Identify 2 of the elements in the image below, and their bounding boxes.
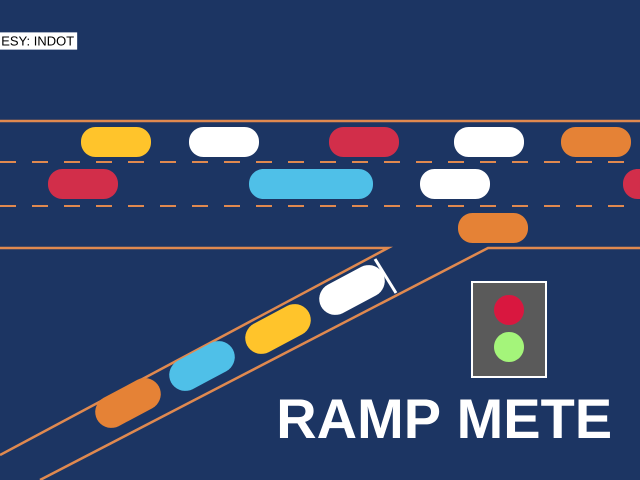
credit-label: ESY: INDOT [0, 32, 78, 50]
title-text: RAMP METE [280, 399, 610, 438]
